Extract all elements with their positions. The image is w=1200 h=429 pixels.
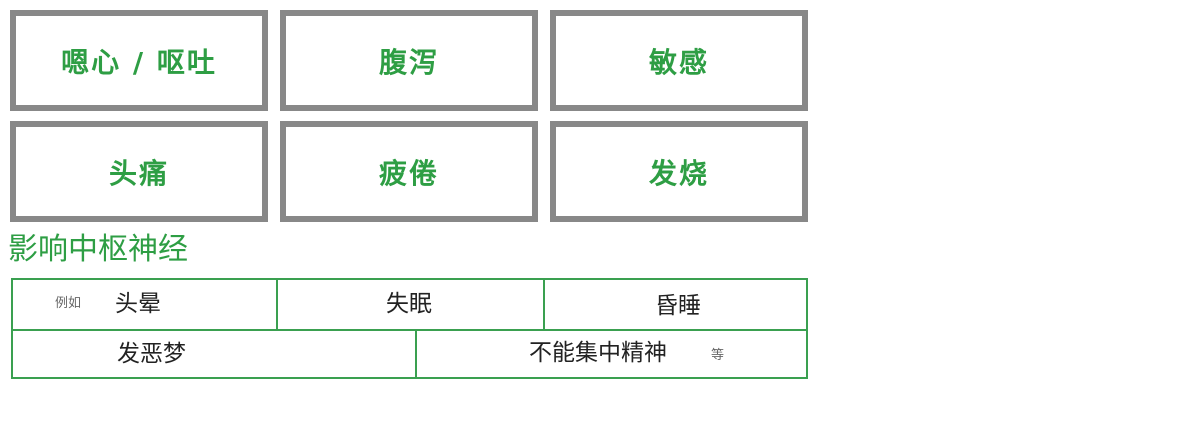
symptom-label: 敏感 <box>648 45 709 79</box>
prefix-note: 例如 <box>55 296 82 311</box>
cell-text: 发恶梦 <box>117 341 186 367</box>
cns-symptom-table: 例如 头晕 失眠 昏睡 发恶梦 不能集中精神 等 <box>11 278 808 379</box>
table-cell-nightmares: 发恶梦 <box>13 330 415 379</box>
cell-text: 不能集中精神 <box>529 340 667 366</box>
table-cell-dizziness: 例如 头晕 <box>13 280 277 329</box>
symptom-label: 疲倦 <box>378 156 439 190</box>
table-row: 发恶梦 不能集中精神 等 <box>13 330 806 379</box>
table-cell-cannot-concentrate: 不能集中精神 等 <box>417 330 808 379</box>
column-divider <box>543 280 545 329</box>
table-cell-insomnia: 失眠 <box>278 280 544 329</box>
symptom-card-fatigue: 疲倦 <box>280 121 538 222</box>
symptom-label: 发烧 <box>648 156 709 190</box>
symptom-label: 嗯心 / 呕吐 <box>61 45 217 79</box>
cell-text: 头晕 <box>115 291 161 317</box>
table-row: 例如 头晕 失眠 昏睡 <box>13 280 806 331</box>
symptom-label: 腹泻 <box>378 45 439 79</box>
symptom-card-headache: 头痛 <box>10 121 268 222</box>
symptom-grid: 嗯心 / 呕吐 腹泻 敏感 头痛 疲倦 发烧 <box>10 10 808 222</box>
symptom-card-nausea-vomiting: 嗯心 / 呕吐 <box>10 10 268 111</box>
symptom-card-fever: 发烧 <box>550 121 808 222</box>
symptom-label: 头痛 <box>108 156 169 190</box>
suffix-note: 等 <box>711 348 725 363</box>
column-divider <box>276 280 278 329</box>
cell-text: 失眠 <box>386 291 432 317</box>
column-divider <box>415 330 417 379</box>
table-cell-drowsiness: 昏睡 <box>545 280 808 329</box>
symptom-card-sensitive: 敏感 <box>550 10 808 111</box>
symptom-card-diarrhea: 腹泻 <box>280 10 538 111</box>
cell-text: 昏睡 <box>655 293 701 319</box>
section-title: 影响中枢神经 <box>8 232 188 267</box>
